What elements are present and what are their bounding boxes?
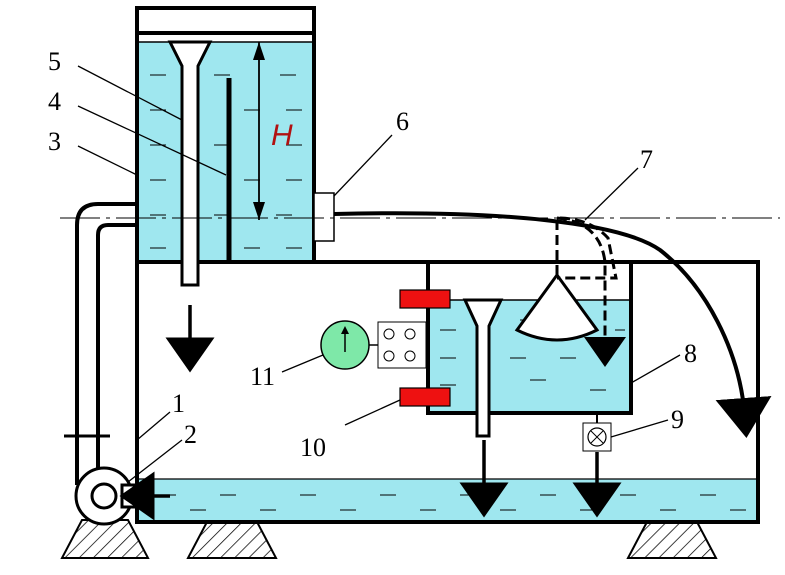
leader-lines — [77, 65, 681, 483]
clamp-top — [399, 289, 451, 309]
callout-2: 2 — [184, 420, 197, 449]
gauge-mount — [377, 321, 427, 369]
receiving-water-dashes — [440, 319, 625, 391]
lower-tank — [135, 260, 760, 524]
valve — [582, 413, 612, 452]
head-label: H — [271, 119, 293, 152]
overflow-funnel-lower — [462, 298, 504, 438]
callout-1: 1 — [172, 389, 185, 418]
foot-right — [626, 519, 718, 559]
upper-tank-wall — [135, 6, 316, 264]
diverter-flap — [514, 216, 626, 367]
callout-9: 9 — [671, 405, 684, 434]
upper-water-dashes — [150, 74, 302, 249]
support-feet — [60, 519, 718, 559]
receiving-tank — [426, 260, 633, 438]
callout-5: 5 — [48, 47, 61, 76]
clamp — [399, 289, 451, 407]
flow-arrows — [119, 305, 622, 521]
callout-8: 8 — [684, 339, 697, 368]
callout-4: 4 — [48, 87, 61, 116]
callout-10: 10 — [300, 433, 326, 462]
head-dimension: H — [253, 42, 293, 220]
free-jet-trajectory — [333, 211, 772, 438]
foot-middle — [186, 519, 278, 559]
pump-and-supply-pipe — [64, 202, 139, 526]
upper-tank — [135, 6, 316, 264]
receiving-tank-wall — [426, 260, 633, 415]
foot-left — [60, 519, 150, 559]
clamp-bottom — [399, 387, 451, 407]
callout-7: 7 — [640, 145, 653, 174]
outlet-nozzle — [313, 192, 335, 242]
callout-11: 11 — [250, 362, 275, 391]
lower-tank-water — [137, 479, 758, 522]
callout-6: 6 — [396, 107, 409, 136]
upper-tank-water — [137, 42, 314, 262]
pressure-gauge — [320, 320, 427, 370]
callout-3: 3 — [48, 127, 61, 156]
overflow-funnel-upper — [167, 40, 213, 287]
callout-labels: 5 4 3 6 7 8 9 10 11 1 2 — [48, 47, 697, 462]
